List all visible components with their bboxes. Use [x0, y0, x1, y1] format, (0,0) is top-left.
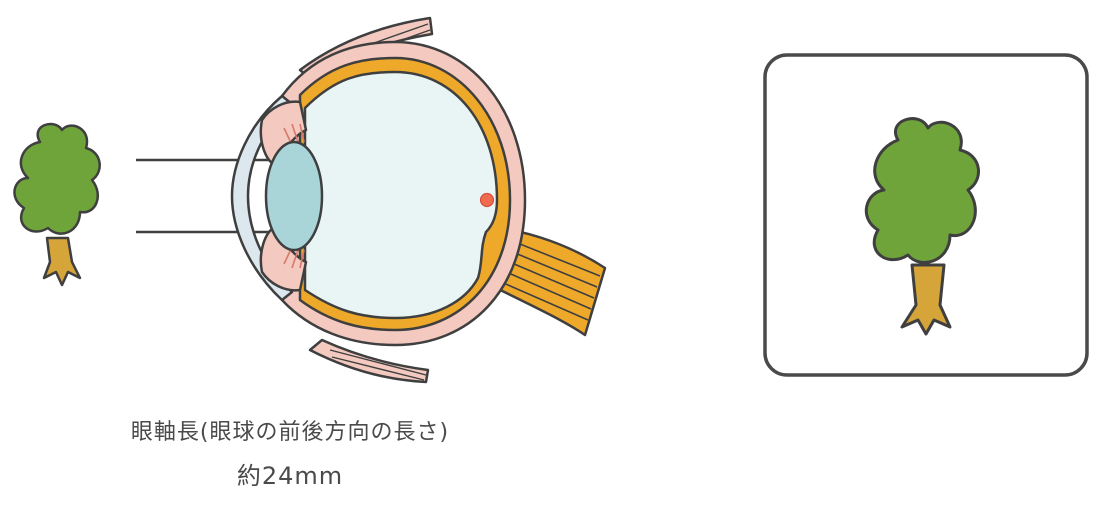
object-tree-icon	[13, 122, 101, 287]
object-tree-foliage	[13, 122, 101, 235]
cornea	[230, 94, 294, 302]
image-tree-foliage	[864, 117, 980, 264]
vitreous-body	[303, 70, 499, 320]
image-tree-trunk	[900, 263, 952, 336]
focal-point	[479, 192, 495, 208]
object-tree-trunk	[42, 236, 82, 287]
axial-length-value: 約24mm	[236, 462, 344, 490]
image-tree-icon	[864, 117, 980, 336]
lower-eye-muscle	[308, 338, 430, 384]
axial-length-label: 眼軸長(眼球の前後方向の長さ)	[130, 420, 450, 445]
perceived-image-panel	[763, 53, 1089, 377]
crystalline-lens	[264, 140, 324, 252]
eye-cross-section	[230, 16, 607, 384]
